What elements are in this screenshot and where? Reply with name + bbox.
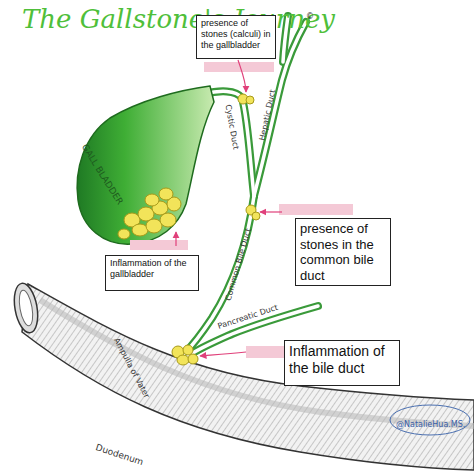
blank-slot <box>130 62 353 358</box>
part-label: @NatalieHua.MS. <box>396 420 465 429</box>
part-label: Duodenum <box>94 442 144 467</box>
duodenum-tube <box>11 281 474 470</box>
duct-stones <box>172 94 260 365</box>
gallbladder <box>77 86 214 244</box>
box-text: Inflammation of the gallbladder <box>110 258 194 280</box>
text-box: Inflammation of the bile duct <box>284 340 400 386</box>
text-box: presence of stones (calculi) in the gall… <box>196 15 276 59</box>
diagram-title: The Gallstone's Journey <box>22 4 335 34</box>
part-label: Cystic Duct <box>224 104 241 150</box>
box-text: presence of stones in the common bile du… <box>300 221 386 283</box>
box-text: Inflammation of the bile duct <box>289 343 395 377</box>
watermark-oval <box>390 405 470 435</box>
bile-ducts <box>184 16 318 356</box>
leader-arrow <box>176 60 282 356</box>
text-box: Inflammation of the gallbladder <box>105 255 199 291</box>
part-label: Common Bile Duct <box>224 227 253 301</box>
box-text: presence of stones (calculi) in the gall… <box>201 18 271 50</box>
part-label: © <box>306 12 314 21</box>
text-box: presence of stones in the common bile du… <box>295 218 391 286</box>
